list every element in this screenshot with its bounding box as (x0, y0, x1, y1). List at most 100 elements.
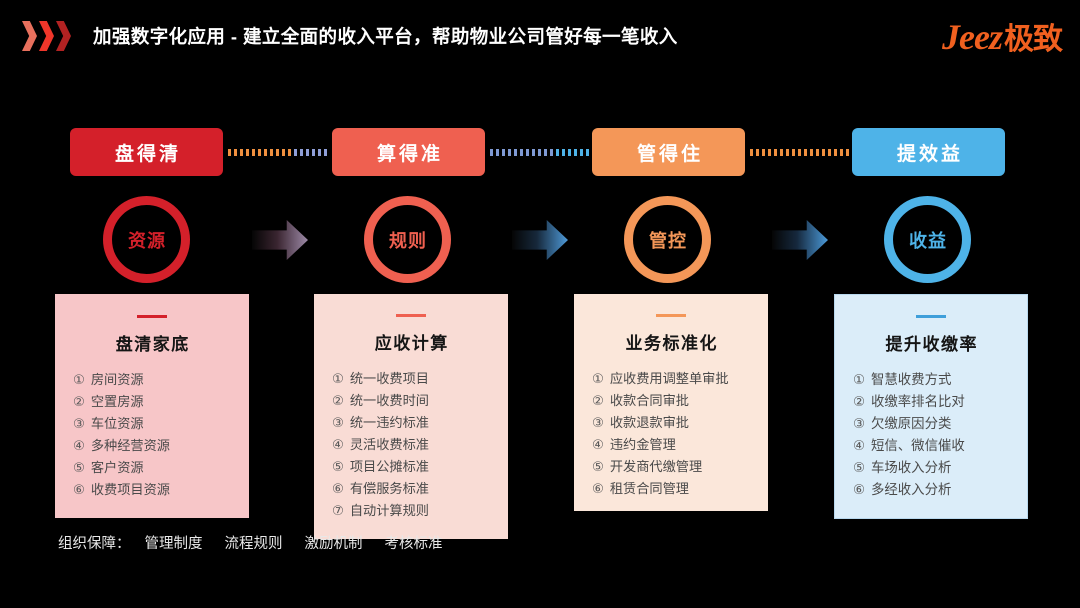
connector-dotted-2 (750, 149, 849, 156)
footer-item-3: 考核标准 (384, 536, 443, 552)
page-title: 加强数字化应用 - 建立全面的收入平台，帮助物业公司管好每一笔收入 (93, 26, 678, 47)
list-item: ⑤ 客户资源 (73, 458, 235, 478)
list-item: ⑤ 车场收入分析 (853, 458, 1013, 478)
stage-circle-3[interactable]: 收益 (884, 196, 971, 283)
list-item: ④ 多种经营资源 (73, 436, 235, 456)
list-item-label: 房间资源 (90, 371, 144, 387)
list-item: ⑥ 多经收入分析 (853, 480, 1013, 500)
list-item-label: 统一违约标准 (349, 414, 429, 430)
list-item-label: 收款合同审批 (609, 392, 689, 408)
list-item-label: 开发商代缴管理 (609, 458, 703, 474)
list-item-number: ⑤ (853, 459, 866, 475)
list-item: ② 收款合同审批 (592, 391, 754, 411)
list-item-number: ④ (73, 437, 85, 453)
card-accent-rule (656, 314, 686, 317)
list-item-label: 项目公摊标准 (349, 458, 429, 474)
list-item-label: 租赁合同管理 (609, 480, 689, 496)
connector-dotted-1 (490, 149, 588, 156)
list-item-number: ④ (332, 436, 344, 452)
list-item-label: 收款退款审批 (609, 414, 689, 430)
list-item-number: ① (592, 370, 604, 386)
card-accent-rule (137, 315, 167, 318)
list-item-number: ② (73, 393, 85, 409)
stage-circle-2[interactable]: 管控 (624, 196, 711, 283)
list-item: ⑥ 租赁合同管理 (592, 479, 754, 499)
list-item-label: 空置房源 (90, 393, 144, 409)
list-item: ④ 灵活收费标准 (332, 435, 494, 455)
list-item-number: ⑥ (73, 481, 85, 497)
step-banner-2[interactable]: 管得住 (592, 128, 745, 176)
list-item: ② 空置房源 (73, 392, 235, 412)
list-item: ⑤ 开发商代缴管理 (592, 457, 754, 477)
card-title: 业务标准化 (625, 333, 718, 353)
list-item-number: ⑥ (592, 480, 604, 496)
footer-support-row: 组织保障： 管理制度 流程规则 激励机制 考核标准 (58, 532, 443, 553)
step-banner-0[interactable]: 盘得清 (70, 128, 223, 176)
list-item-label: 有偿服务标准 (349, 480, 429, 496)
list-item-label: 收缴率排名比对 (871, 393, 965, 409)
arrow-right-icon (512, 220, 568, 260)
list-item-label: 智慧收费方式 (871, 371, 952, 387)
list-item-number: ⑤ (592, 458, 604, 474)
step-banner-row: 盘得清 算得准 管得住 提效益 (0, 128, 1080, 176)
list-item-label: 违约金管理 (609, 436, 676, 452)
list-item-label: 客户资源 (90, 459, 144, 475)
page-header: 加强数字化应用 - 建立全面的收入平台，帮助物业公司管好每一笔收入 Jeez 极… (0, 0, 1080, 72)
list-item-number: ⑥ (853, 481, 866, 497)
card-title: 盘清家底 (115, 334, 190, 354)
chevron-right-icon (56, 21, 71, 51)
chevron-right-icon (39, 21, 54, 51)
connector-dotted-0 (228, 149, 327, 156)
list-item-label: 车场收入分析 (871, 459, 952, 475)
step-banner-1[interactable]: 算得准 (332, 128, 485, 176)
list-item-label: 多种经营资源 (90, 437, 170, 453)
connector-dotted-1b (556, 149, 589, 156)
list-item-label: 应收费用调整单审批 (609, 370, 729, 386)
footer-label: 组织保障： (58, 536, 131, 552)
stage-circle-row: 资源 规则 管控 收益 (0, 196, 1080, 284)
list-item-number: ② (592, 392, 604, 408)
card-accent-rule (916, 315, 946, 318)
list-item-number: ② (332, 392, 344, 408)
list-item-number: ③ (853, 415, 866, 431)
list-item-label: 统一收费时间 (349, 392, 429, 408)
list-item-number: ⑤ (73, 459, 85, 475)
list-item-number: ① (332, 370, 344, 386)
stage-circle-1[interactable]: 规则 (364, 196, 451, 283)
brand-logo-latin: Jeez (942, 17, 1003, 57)
list-item-label: 短信、微信催收 (871, 437, 965, 453)
connector-dotted-0b (294, 149, 328, 156)
chevrons-right-icon (22, 21, 71, 51)
list-item-label: 统一收费项目 (349, 370, 429, 386)
list-item-label: 灵活收费标准 (349, 436, 429, 452)
footer-item-2: 激励机制 (304, 536, 363, 552)
list-item-label: 自动计算规则 (349, 502, 429, 518)
list-item-label: 多经收入分析 (871, 481, 952, 497)
footer-item-0: 管理制度 (144, 536, 203, 552)
arrow-right-icon (772, 220, 828, 260)
list-item: ④ 短信、微信催收 (853, 436, 1013, 456)
stage-circle-0[interactable]: 资源 (103, 196, 190, 283)
arrow-right-icon (252, 220, 308, 260)
step-banner-3[interactable]: 提效益 (852, 128, 1005, 176)
brand-logo: Jeez 极致 (942, 14, 1063, 58)
list-item: ① 统一收费项目 (332, 369, 494, 389)
list-item-number: ④ (853, 437, 866, 453)
